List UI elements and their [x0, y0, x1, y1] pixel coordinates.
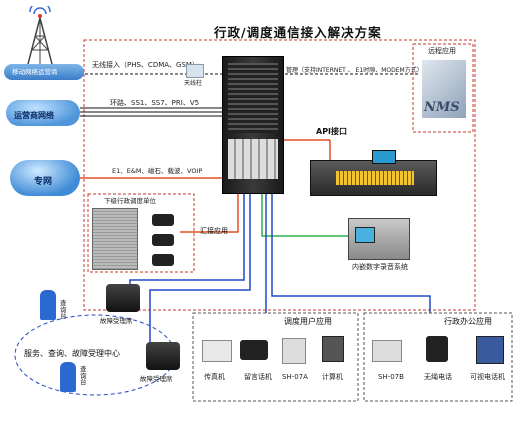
switch-cabinet	[222, 56, 284, 194]
office-device-1: 无绳电话	[424, 373, 452, 381]
voicemail-phone-icon	[240, 340, 268, 360]
operator-console	[310, 160, 437, 196]
private-cloud	[10, 160, 80, 196]
cabinet-panel	[228, 139, 278, 179]
fax-icon	[202, 340, 232, 362]
remote-app-label: 远程应用	[428, 47, 456, 55]
cabinet-rack	[228, 63, 278, 133]
page-title: 行政/调度通信接入解决方案	[214, 25, 382, 40]
office-link	[271, 192, 431, 313]
office-device-2: 可视电话机	[470, 373, 505, 381]
private-cloud-label: 专网	[34, 177, 53, 187]
carrier-cloud	[6, 100, 80, 126]
sh07a-icon	[282, 338, 306, 364]
service-center-label: 服务、查询、故障受理中心	[24, 349, 120, 358]
fault-seat-label-1: 故障受理席	[100, 317, 133, 325]
sub-unit-box	[87, 193, 195, 273]
console-screen	[372, 150, 396, 164]
phone-icon	[152, 214, 174, 226]
remote-app-box	[412, 43, 474, 133]
fault-phone-icon	[106, 284, 140, 312]
fault-link-1	[129, 192, 245, 290]
system-boundary	[83, 39, 476, 311]
e1-label: E1、E&M、磁石、载波、VOIP	[112, 167, 203, 175]
fault-link-2	[149, 192, 251, 345]
recorder-device	[348, 218, 410, 260]
antenna-icon	[186, 64, 204, 78]
desk-label-2: 查询台	[80, 365, 87, 386]
sub-unit-label: 下级行政调度单位	[104, 197, 156, 205]
report-label: 汇接应用	[200, 227, 228, 235]
desk-label-1: 查询台	[60, 299, 67, 320]
dispatch-box	[192, 312, 359, 402]
nms-label: NMS	[424, 100, 460, 115]
cordless-phone-icon	[426, 336, 448, 362]
dispatch-device-1: 留言话机	[244, 373, 272, 381]
fault-phone-icon	[146, 342, 180, 370]
sh07b-icon	[372, 340, 402, 362]
management-label: 管理（支持INTERNET 、 E1时隙、MODEM方式）	[286, 67, 423, 74]
dispatch-device-2: SH-07A	[282, 373, 308, 381]
phone-icon	[152, 254, 174, 266]
fault-seat-label-2: 故障受理席	[140, 375, 173, 383]
sub-unit-link	[180, 192, 239, 233]
nms-graphic	[422, 60, 466, 118]
dispatch-device-3: 计算机	[322, 373, 343, 381]
video-phone-icon	[476, 336, 504, 364]
phone-icon	[152, 234, 174, 246]
dispatch-title: 调度用户应用	[284, 317, 332, 326]
tower-icon	[20, 6, 60, 64]
tower-label: 移动网络运营商	[12, 68, 58, 76]
api-label: API接口	[316, 127, 348, 136]
operator-person-icon	[40, 290, 56, 320]
computer-icon	[322, 336, 344, 362]
office-device-0: SH-07B	[378, 373, 404, 381]
carrier-cloud-label: 运营商网络	[14, 111, 54, 120]
tower-cloud	[4, 64, 84, 80]
office-title: 行政办公应用	[444, 317, 492, 326]
antenna-label: 天线柱	[184, 80, 203, 87]
wireless-label: 无线接入（PHS、CDMA、GSM）	[92, 61, 199, 69]
office-box	[363, 312, 513, 402]
dispatch-device-0: 传真机	[204, 373, 225, 381]
loop-label: 环路、SS1、SS7、PRI、V5	[110, 99, 200, 107]
recorder-label: 内嵌数字录音系统	[352, 263, 408, 271]
operator-person-icon	[60, 362, 76, 392]
sub-unit-cabinet	[92, 208, 138, 270]
recorder-link	[261, 192, 350, 237]
